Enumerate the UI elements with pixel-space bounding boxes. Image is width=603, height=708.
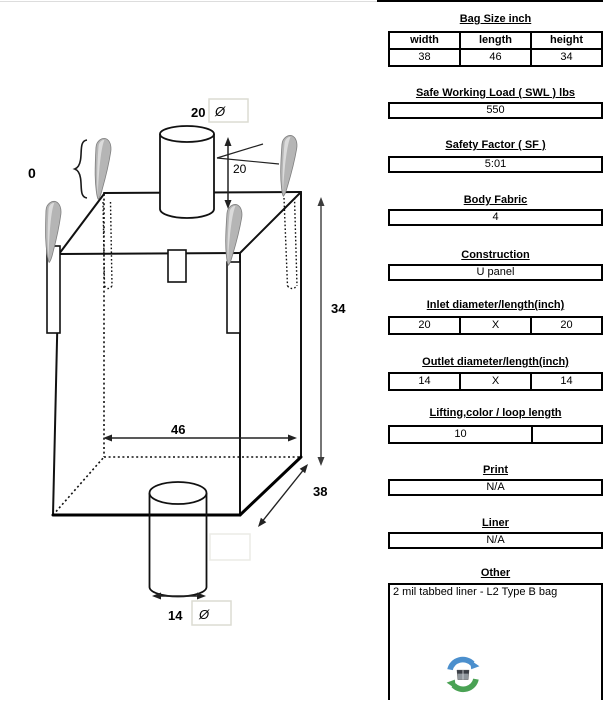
bag-width-arrow <box>258 464 308 527</box>
lift-loop-back-left <box>94 138 112 200</box>
top-spout-length-arrow <box>224 137 232 209</box>
section-title-outlet: Outlet diameter/length(inch) <box>422 356 569 368</box>
section-title-other: Other <box>480 567 511 579</box>
col-header-height: height <box>530 33 601 48</box>
liner-value: N/A <box>388 532 603 549</box>
section-title-inlet: Inlet diameter/length(inch) <box>426 299 565 311</box>
bag-size-value-row: 38 46 34 <box>390 48 601 65</box>
bag-width-value: 38 <box>418 51 431 63</box>
bag-size-header-row: width length height <box>390 33 601 48</box>
back-loop-stitch-dots <box>102 197 298 290</box>
col-header-length: length <box>459 33 530 48</box>
section-title-print: Print <box>482 464 509 476</box>
other-notes-text: 2 mil tabbed liner - L2 Type B bag <box>393 586 558 598</box>
recycle-bag-logo <box>444 655 482 693</box>
safety-factor-value: 5:01 <box>388 156 603 173</box>
recycle-bag-logo-icon <box>446 656 480 693</box>
lift-loop-back-right <box>280 135 298 197</box>
body-fabric-value: 4 <box>388 209 603 226</box>
top-spout-angle-lines <box>216 143 280 165</box>
bottom-outlet-spout <box>148 481 208 598</box>
bag-length-arrow <box>103 434 297 442</box>
lift-loops <box>45 135 298 266</box>
top-diameter-symbol-box <box>208 98 249 123</box>
section-title-construction: Construction <box>461 249 530 261</box>
bag-height-value: 34 <box>530 50 601 65</box>
bottom-diameter-symbol: Ø <box>198 607 210 622</box>
lift-loop-front-left <box>45 200 62 264</box>
page-top-divider-light <box>0 1 388 2</box>
col-header-width: width <box>410 34 439 46</box>
section-title-body-fabric: Body Fabric <box>463 194 528 206</box>
bag-bottom-edges-bold <box>51 455 303 517</box>
top-spout-length-label: 20 <box>233 162 247 176</box>
bottom-diameter-symbol-box <box>191 600 232 626</box>
loop-length-value: 10 <box>454 428 467 440</box>
loop-height-label: 0 <box>28 165 36 181</box>
section-title-safety-factor: Safety Factor ( SF ) <box>445 139 546 151</box>
bag-height-dim-label: 34 <box>331 301 346 316</box>
top-inlet-spout <box>159 125 215 219</box>
lift-loop-front-right <box>225 204 243 266</box>
bag-hidden-edges <box>52 194 301 516</box>
faint-placeholder-box <box>209 533 251 561</box>
spec-panel: Bag Size inch width length height 38 46 … <box>388 0 603 708</box>
bag-length-dim-label: 46 <box>171 422 185 437</box>
print-value: N/A <box>388 479 603 496</box>
outlet-separator: X <box>459 374 530 389</box>
section-title-lifting: Lifting,color / loop length <box>429 407 562 419</box>
other-notes-box: 2 mil tabbed liner - L2 Type B bag <box>388 583 603 700</box>
lifting-row: 10 <box>388 425 603 444</box>
outlet-length-value: 14 <box>530 374 601 389</box>
section-title-bag-size: Bag Size inch <box>459 13 532 25</box>
swl-value: 550 <box>388 102 603 119</box>
page-top-divider-dark <box>377 0 603 2</box>
inlet-diameter-value: 20 <box>418 319 431 331</box>
top-diameter-symbol: Ø <box>214 104 226 119</box>
construction-value: U panel <box>388 264 603 281</box>
document-pouch <box>167 249 187 283</box>
bag-width-dim-label: 38 <box>313 484 327 499</box>
bulk-bag-diagram: 0 20 20 Ø 34 46 38 14 Ø <box>28 98 346 626</box>
bag-height-arrow <box>317 197 325 466</box>
loop-height-brace <box>72 139 88 199</box>
loop-color-value <box>530 427 601 442</box>
bottom-spout-diameter-arrow <box>152 592 206 600</box>
top-spout-diameter-value: 20 <box>191 105 205 120</box>
bag-outline <box>52 191 302 516</box>
inlet-length-value: 20 <box>530 318 601 333</box>
section-title-liner: Liner <box>482 517 509 529</box>
section-title-swl: Safe Working Load ( SWL ) lbs <box>415 87 576 99</box>
outlet-diameter-value: 14 <box>418 375 431 387</box>
outlet-size-row: 14 X 14 <box>388 372 603 391</box>
inlet-separator: X <box>459 318 530 333</box>
inlet-size-row: 20 X 20 <box>388 316 603 335</box>
front-right-loop-sleeve <box>226 261 241 334</box>
bottom-spout-diameter-value: 14 <box>168 608 183 623</box>
bag-length-value: 46 <box>459 50 530 65</box>
bag-size-table: width length height 38 46 34 <box>388 31 603 67</box>
